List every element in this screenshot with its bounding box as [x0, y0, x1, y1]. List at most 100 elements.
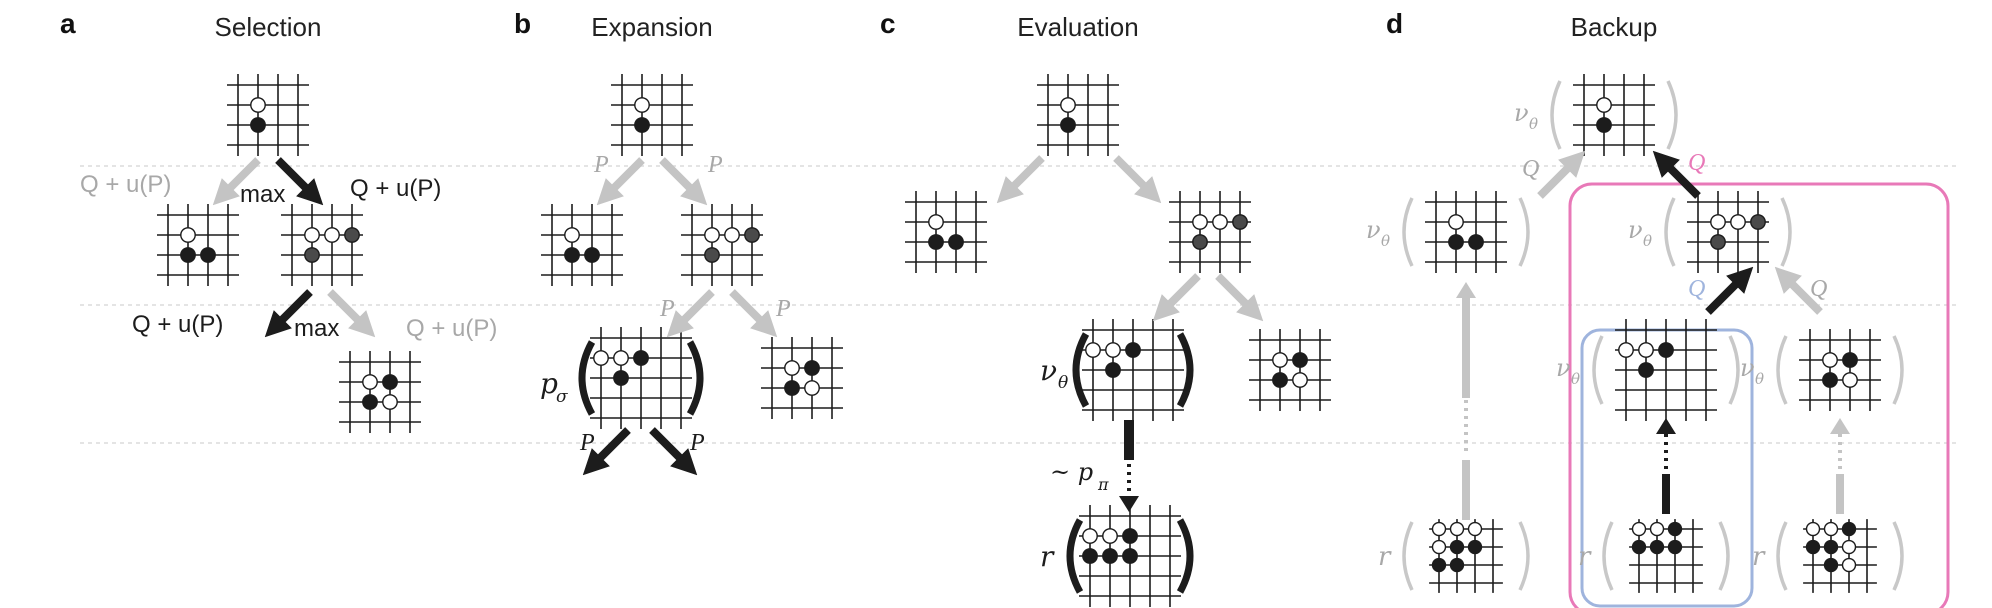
white-stone: [362, 374, 378, 390]
white-stone: [564, 227, 580, 243]
edge-label-max: max: [294, 315, 339, 342]
go-boards: [157, 74, 1881, 607]
white-stone: [928, 214, 944, 230]
go-board: [1425, 191, 1507, 273]
rollout-arrows: [1119, 282, 1850, 520]
black-stone: [1105, 362, 1121, 378]
white-stone: [1649, 521, 1665, 537]
right-paren: [1176, 518, 1194, 594]
white-stone: [1448, 214, 1464, 230]
black-stone: [1122, 548, 1138, 564]
white-stone: [1710, 214, 1726, 230]
black-stone: [1842, 352, 1858, 368]
black-stone: [382, 374, 398, 390]
edge-label-p: P: [689, 430, 705, 456]
tree-edges: [212, 150, 1823, 476]
white-stone: [382, 394, 398, 410]
edge-label-max: max: [240, 181, 285, 208]
black-stone: [1667, 521, 1683, 537]
black-stone: [344, 227, 360, 243]
black-stone: [1431, 557, 1447, 573]
white-stone: [1105, 342, 1121, 358]
white-stone: [1596, 97, 1612, 113]
edge-arrow-gray: [996, 155, 1045, 204]
go-board: [1079, 505, 1181, 607]
edge-arrow-gray: [659, 157, 708, 206]
black-stone: [180, 247, 196, 263]
nu-theta-base: ν: [1740, 354, 1755, 382]
black-stone: [1467, 539, 1483, 555]
right-paren: [1892, 335, 1904, 405]
black-stone: [304, 247, 320, 263]
black-stone: [564, 247, 580, 263]
r-label: r: [1378, 542, 1392, 572]
go-board: [1037, 74, 1119, 156]
black-stone: [634, 117, 650, 133]
white-stone: [1212, 214, 1228, 230]
black-stone: [1667, 539, 1683, 555]
black-stone: [1125, 342, 1141, 358]
black-stone: [1750, 214, 1766, 230]
panel-d-letter: d: [1386, 8, 1403, 39]
go-board: [1082, 319, 1184, 421]
r-label: r: [1578, 542, 1592, 572]
edge-arrow-black: [275, 157, 324, 206]
edge-arrow-black: [1705, 266, 1754, 315]
left-paren: [1072, 332, 1090, 408]
nu-theta-sub: θ: [1381, 232, 1390, 250]
q-backup-box-pink: [1568, 182, 1950, 608]
white-stone: [1102, 528, 1118, 544]
black-stone: [1468, 234, 1484, 250]
white-stone: [1730, 214, 1746, 230]
white-stone: [704, 227, 720, 243]
rollout-arrowhead: [1830, 418, 1850, 434]
rollout-solid: [1124, 420, 1134, 460]
rollout-solid: [1662, 474, 1670, 514]
black-stone: [613, 370, 629, 386]
edge-arrow-gray: [729, 289, 778, 338]
black-stone: [1823, 557, 1839, 573]
reward-wrapper-gray: r: [1578, 521, 1730, 591]
left-paren: [578, 340, 596, 416]
edge-label-p: P: [659, 296, 675, 322]
left-paren: [1402, 197, 1414, 267]
p-sigma-base: p: [540, 367, 558, 400]
left-paren: [1776, 521, 1788, 591]
panel-a-title: Selection: [215, 12, 322, 42]
nu-theta-base: ν: [1514, 99, 1529, 127]
black-stone: [744, 227, 760, 243]
white-stone: [1272, 352, 1288, 368]
edge-label-qup: Q + u(P): [350, 175, 441, 202]
right-paren: [1728, 335, 1740, 405]
edge-label-q: Q: [1688, 150, 1705, 176]
edge-arrow-black: [582, 427, 631, 476]
white-stone: [1449, 521, 1465, 537]
right-paren: [1518, 197, 1530, 267]
rollout-arrowhead: [1456, 282, 1476, 298]
black-stone: [928, 234, 944, 250]
panel-c-letter: c: [880, 8, 896, 39]
white-stone: [593, 350, 609, 366]
white-stone: [724, 227, 740, 243]
black-stone: [1449, 539, 1465, 555]
white-stone: [634, 97, 650, 113]
go-board: [339, 351, 421, 433]
left-paren: [1664, 197, 1676, 267]
right-paren: [1718, 521, 1730, 591]
edge-arrow-gray: [596, 157, 645, 206]
white-stone: [180, 227, 196, 243]
edge-label-p: P: [707, 152, 723, 178]
nu-theta-sub: θ: [1058, 373, 1068, 393]
level-separators: [80, 165, 1960, 444]
left-paren: [1776, 335, 1788, 405]
right-paren: [1176, 332, 1194, 408]
left-paren: [1602, 521, 1614, 591]
edge-label-qup: Q + u(P): [132, 311, 223, 338]
edge-label-q: Q: [1688, 276, 1705, 302]
edge-arrow-black: [264, 289, 313, 338]
nu-theta-base: ν: [1628, 216, 1643, 244]
white-stone: [804, 380, 820, 396]
white-stone: [1822, 352, 1838, 368]
black-stone: [1710, 234, 1726, 250]
